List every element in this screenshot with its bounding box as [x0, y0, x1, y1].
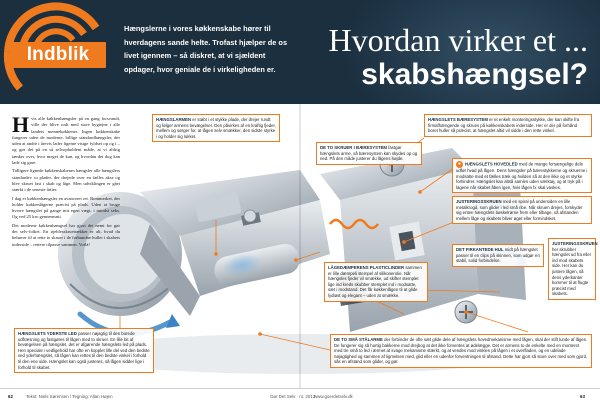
callout-body: er et enkelt monteringsstykke, der kan s… — [428, 117, 580, 134]
intro-text: Hængslerne i vores køkkenskabe hører til… — [124, 24, 288, 74]
callout-two-screws: De to skruer i bæresystem fastgør hængsl… — [316, 142, 422, 165]
header-band: Indblik Hængslerne i vores køkkenskabe h… — [0, 0, 600, 104]
article-paragraph-4: Det moderne køkkenhængsel har gjort det … — [12, 222, 120, 247]
magazine-url[interactable]: www.goerdetselv.dk — [314, 394, 353, 399]
callout-steel-arms: De to små stålarme der forbinder de ofte… — [330, 334, 592, 368]
callout-body: der forbinder de ofte sæt glide dele af … — [334, 337, 588, 365]
title-line-1: Hvordan virker et ... — [328, 22, 588, 58]
callout-body: sammen er lille dæmpeli stempel af silik… — [328, 265, 422, 298]
callout-main-joint: ●Hængslets hovedled med de mange forsæng… — [452, 158, 592, 194]
callout-body: med en spiral på undersiden en lille met… — [456, 199, 583, 221]
hinge-cup — [58, 192, 182, 316]
credit-line: Tekst: Niels Sørensen / Tegning: Allan H… — [26, 394, 113, 399]
article-paragraph-1: vis alle køkkenhængsler på en gang forsv… — [12, 116, 120, 166]
callout-hinge-arm: Hængslarmen er støbt i et stykke plade, … — [152, 114, 280, 143]
page-footer: 62 Tekst: Niels Sørensen / Tegning: Alla… — [0, 388, 600, 404]
title-line-2: skabshængsel? — [361, 58, 588, 91]
callout-body: med de mange forsængelige dele udfør hva… — [456, 161, 588, 190]
page-number-right: 63 — [580, 394, 585, 399]
callout-body: er støbt i et stykke plade, der drejer r… — [156, 117, 276, 139]
magazine-name: Gør Det Selv · nr. 2013 — [270, 394, 316, 399]
callout-head: Justeringsskruen — [552, 241, 598, 246]
callout-body: midt på hængslet passer til en clips på … — [456, 247, 540, 264]
drop-cap: H — [12, 112, 30, 137]
page-gutter — [299, 104, 301, 388]
callout-body: her skrubber hængslet ud fra eller ind m… — [552, 246, 592, 297]
callout-side-screw: Justeringsskruen her skrubber hængslet u… — [548, 238, 598, 300]
callout-outer-joint: Hængslets yderste led passer nøjagtig ti… — [14, 328, 154, 374]
damper-cylinder — [214, 243, 300, 287]
callout-depth-screw: Justeringsskruen med en spiral på unders… — [452, 196, 592, 225]
callout-head: De to små stålarme — [334, 337, 383, 342]
callout-mounting-plate: Hængslets bæresystem er et enkelt monter… — [424, 114, 592, 137]
callout-head: Det firkantede hul — [456, 247, 504, 252]
callout-head: Justeringsskruen — [456, 199, 502, 204]
article-paragraph-2: Tidligere lignede køkkenskabenes hængsle… — [12, 168, 120, 193]
callout-head: Hængslets yderste led — [18, 331, 77, 336]
callout-body: passer nøjagtig til den borede udfræsnin… — [18, 331, 150, 370]
callout-head: Lågedæmperens plasticlinder — [328, 265, 405, 270]
article-paragraph-3: I dag er køkkenhængsler en avanceret ret… — [12, 195, 120, 220]
callout-head: Hængslarmen — [156, 117, 192, 122]
page-number-left: 62 — [8, 394, 13, 399]
header-glow — [340, 0, 600, 104]
article-body: H vis alle køkkenhængsler på en gang for… — [12, 112, 120, 250]
callout-damper: Lågedæmperens plasticlinder sammen er li… — [324, 262, 428, 302]
section-label: Indblik — [10, 42, 106, 68]
callout-head: Hængslets bæresystem — [428, 117, 488, 122]
callout-body: fastgør hængslets arme, så bæresystem ka… — [320, 145, 418, 162]
callout-square-hole: Det firkantede hul midt på hængslet pass… — [452, 244, 544, 267]
callout-head: Hængslets hovedled — [465, 161, 518, 167]
callout-marker-icon: ● — [456, 161, 463, 168]
callout-head: De to skruer i bæresystem — [320, 145, 388, 150]
